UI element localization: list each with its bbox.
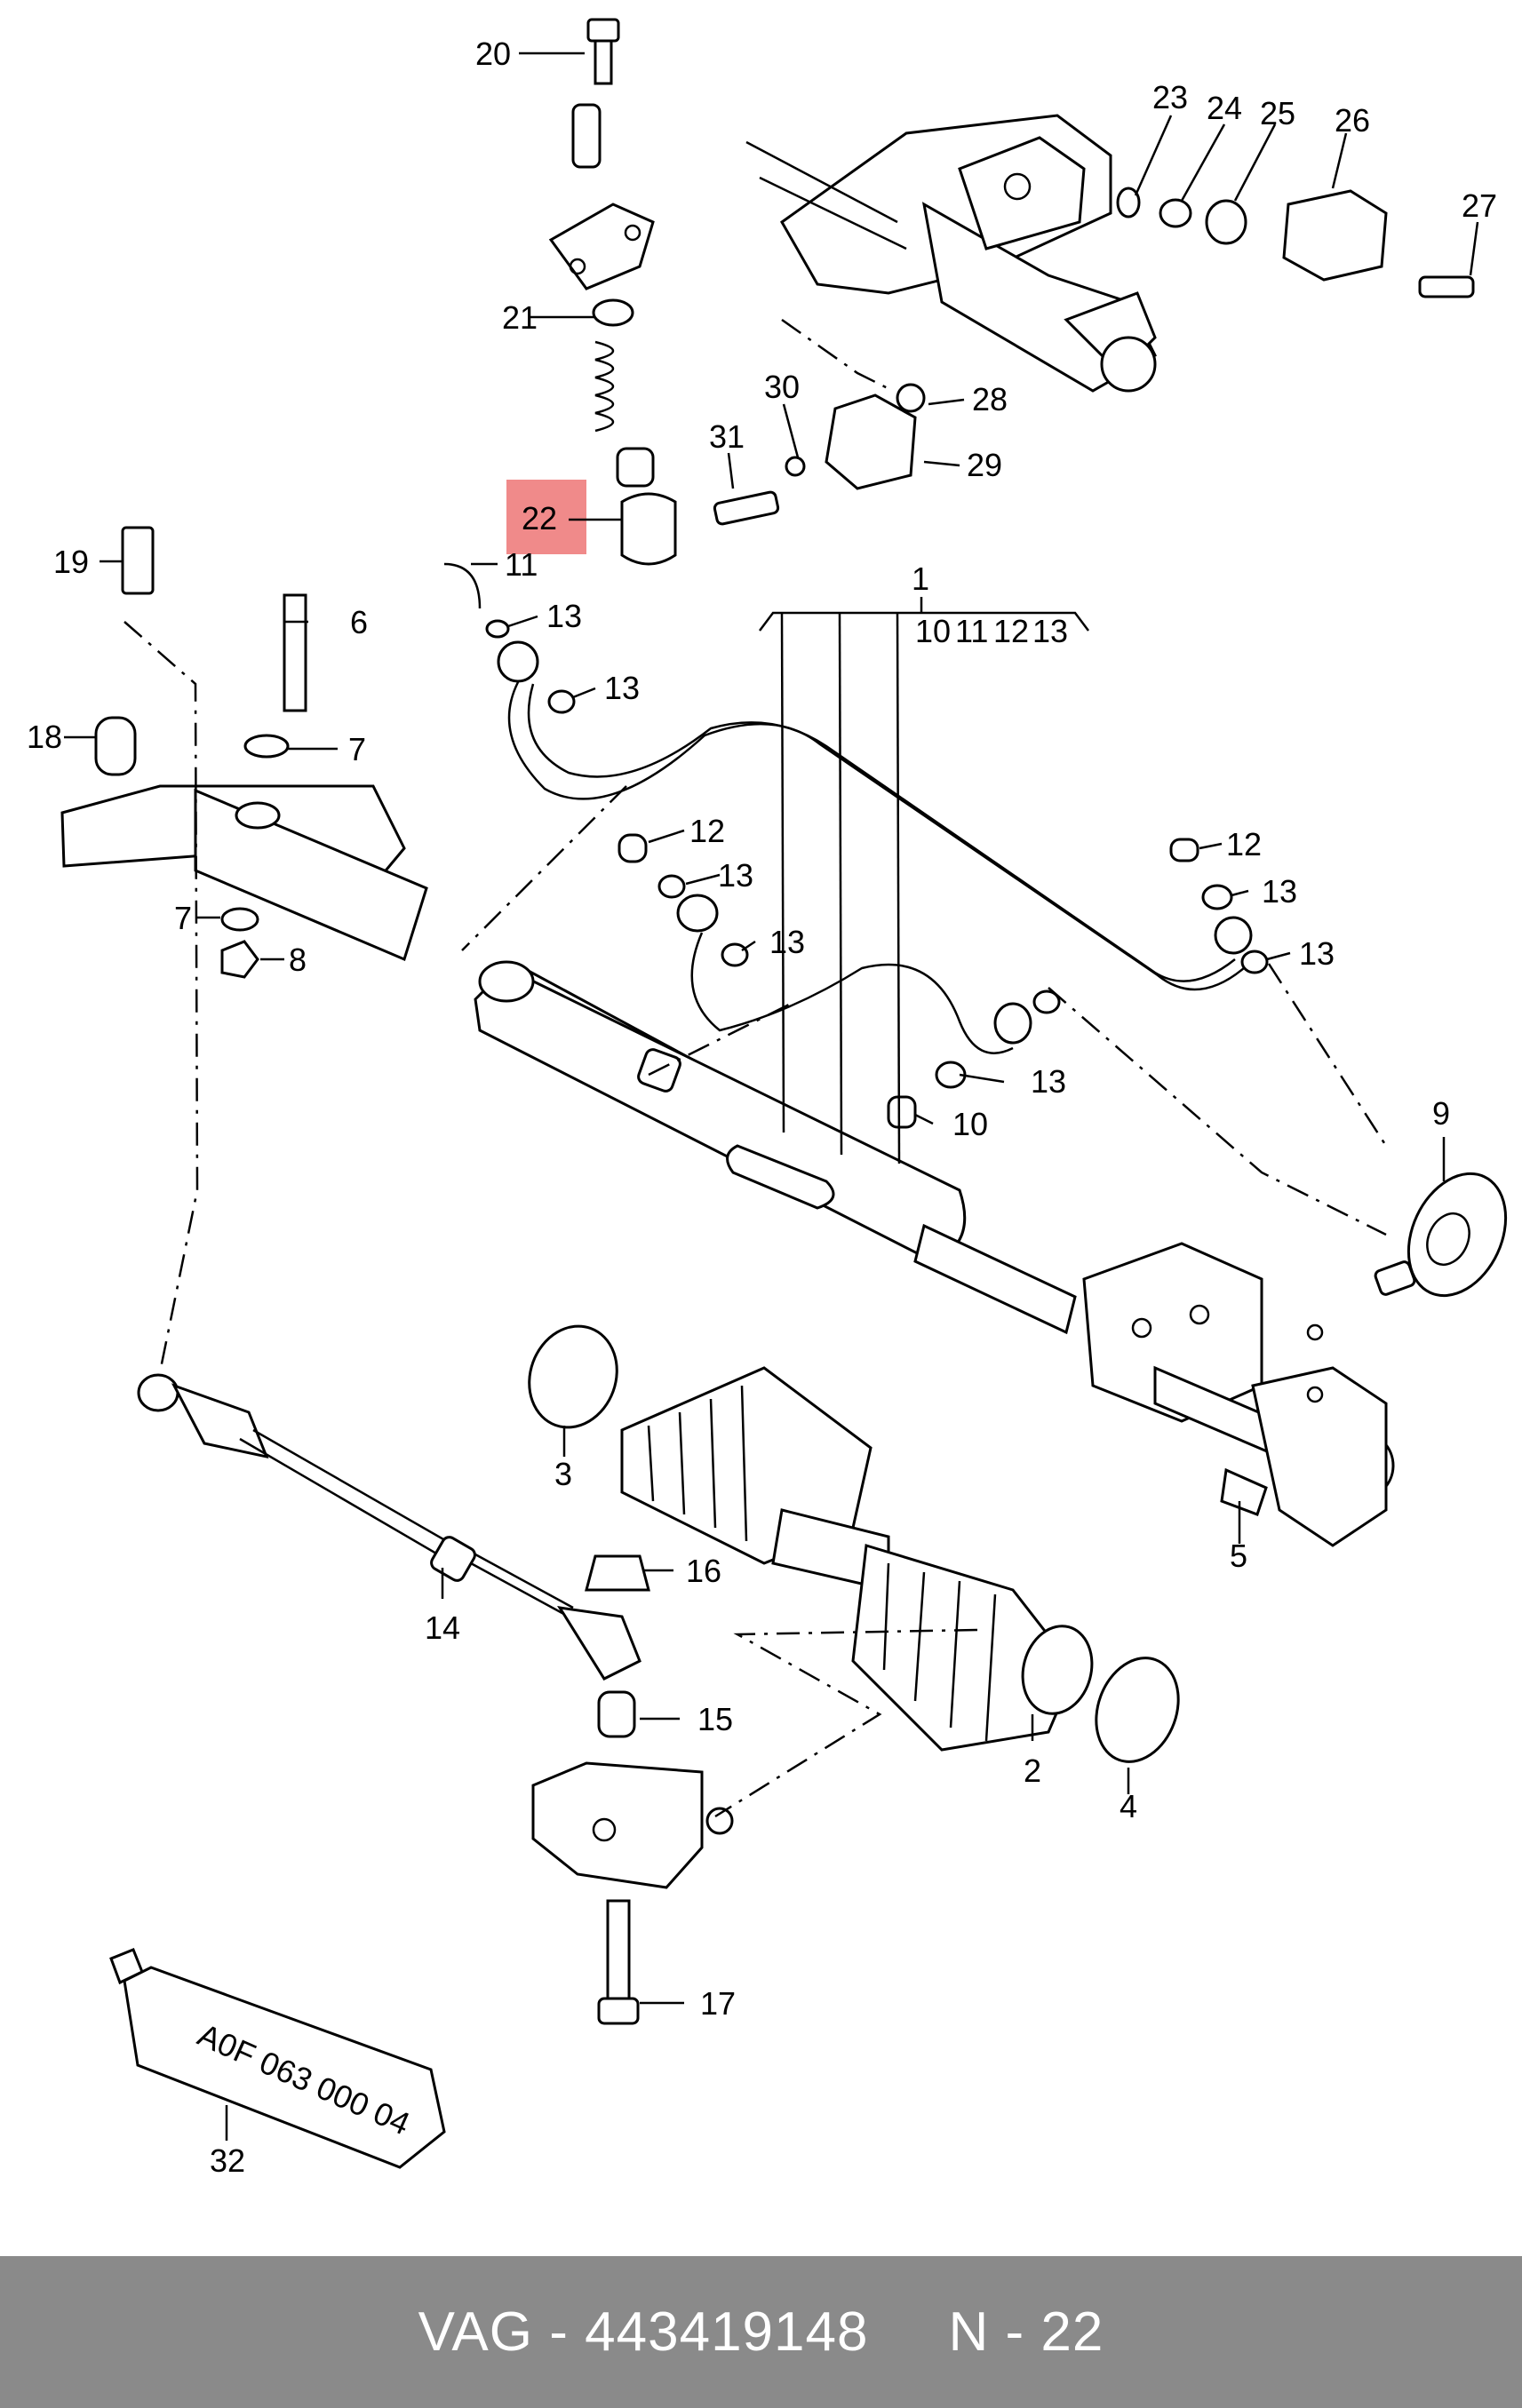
hydraulic-pipes <box>443 562 1269 1129</box>
callout-5: 5 <box>1230 1538 1247 1574</box>
tie-rod-assembly <box>137 1373 734 2025</box>
steering-rack-exploded-diagram: A0F 063 000 04 <box>27 18 1508 2179</box>
kit-bracket <box>759 597 1089 632</box>
callout-labels: 20 21 22 19 6 7 18 7 8 11 13 13 12 13 13… <box>27 36 1497 2179</box>
separator: - <box>549 2301 569 2363</box>
callout-26: 26 <box>1335 102 1370 139</box>
callout-29: 29 <box>967 447 1002 483</box>
callout-14: 14 <box>425 1609 460 1646</box>
callout-21: 21 <box>502 299 538 336</box>
callout-17: 17 <box>700 1985 736 2022</box>
callout-15: 15 <box>697 1701 733 1737</box>
kit-item-11: 11 <box>955 613 988 649</box>
callout-32: 32 <box>210 2142 245 2179</box>
brand-label: VAG <box>418 2301 534 2363</box>
callout-31: 31 <box>709 418 745 455</box>
callout-13-f: 13 <box>1262 873 1297 910</box>
kit-item-13: 13 <box>1032 613 1068 649</box>
callout-20: 20 <box>475 36 511 72</box>
callout-16: 16 <box>686 1553 721 1589</box>
callout-6: 6 <box>350 604 368 640</box>
part-number: 443419148 <box>585 2301 869 2363</box>
callout-28: 28 <box>972 381 1008 417</box>
callout-23: 23 <box>1152 79 1188 115</box>
rack-bellows <box>528 1324 1180 1763</box>
callout-13-b: 13 <box>604 670 640 706</box>
highlighted-callout-box <box>506 480 586 554</box>
reference-lines <box>124 318 1388 1818</box>
callout-4: 4 <box>1120 1788 1137 1824</box>
callout-1: 1 <box>912 560 929 597</box>
callout-3: 3 <box>554 1456 572 1492</box>
part-number-footer: VAG - 443419148 N - 22 <box>0 2256 1522 2408</box>
callout-7-top: 7 <box>348 731 366 767</box>
callout-13-g: 13 <box>1299 935 1335 972</box>
callout-10: 10 <box>952 1106 988 1142</box>
callout-25: 25 <box>1260 95 1295 131</box>
rack-housing <box>474 960 1508 1547</box>
callout-13-a: 13 <box>546 598 582 634</box>
callout-30: 30 <box>764 369 800 405</box>
callout-7-bottom: 7 <box>174 900 192 936</box>
callout-13-d: 13 <box>769 924 805 960</box>
callout-19: 19 <box>53 544 89 580</box>
callout-8: 8 <box>289 942 307 978</box>
adjusting-screw-assembly <box>548 18 677 566</box>
pinion-housing-assembly <box>713 114 1475 526</box>
callout-12-left: 12 <box>689 813 725 849</box>
leader-lines <box>64 52 1479 2141</box>
callout-9: 9 <box>1432 1095 1450 1132</box>
kit-item-12: 12 <box>993 613 1029 649</box>
kit-item-10: 10 <box>915 613 951 649</box>
grease-tube: A0F 063 000 04 <box>109 1948 446 2169</box>
callout-11: 11 <box>505 546 538 583</box>
callout-13-e: 13 <box>1031 1063 1066 1100</box>
callout-27: 27 <box>1462 187 1497 224</box>
callout-12-right: 12 <box>1226 826 1262 862</box>
diagram-position: N - 22 <box>948 2301 1104 2363</box>
callout-24: 24 <box>1207 90 1242 126</box>
callout-2: 2 <box>1024 1752 1041 1789</box>
callout-22: 22 <box>522 500 557 536</box>
callout-13-c: 13 <box>718 857 753 894</box>
left-mounting-bracket <box>60 526 428 979</box>
callout-18: 18 <box>27 719 62 755</box>
